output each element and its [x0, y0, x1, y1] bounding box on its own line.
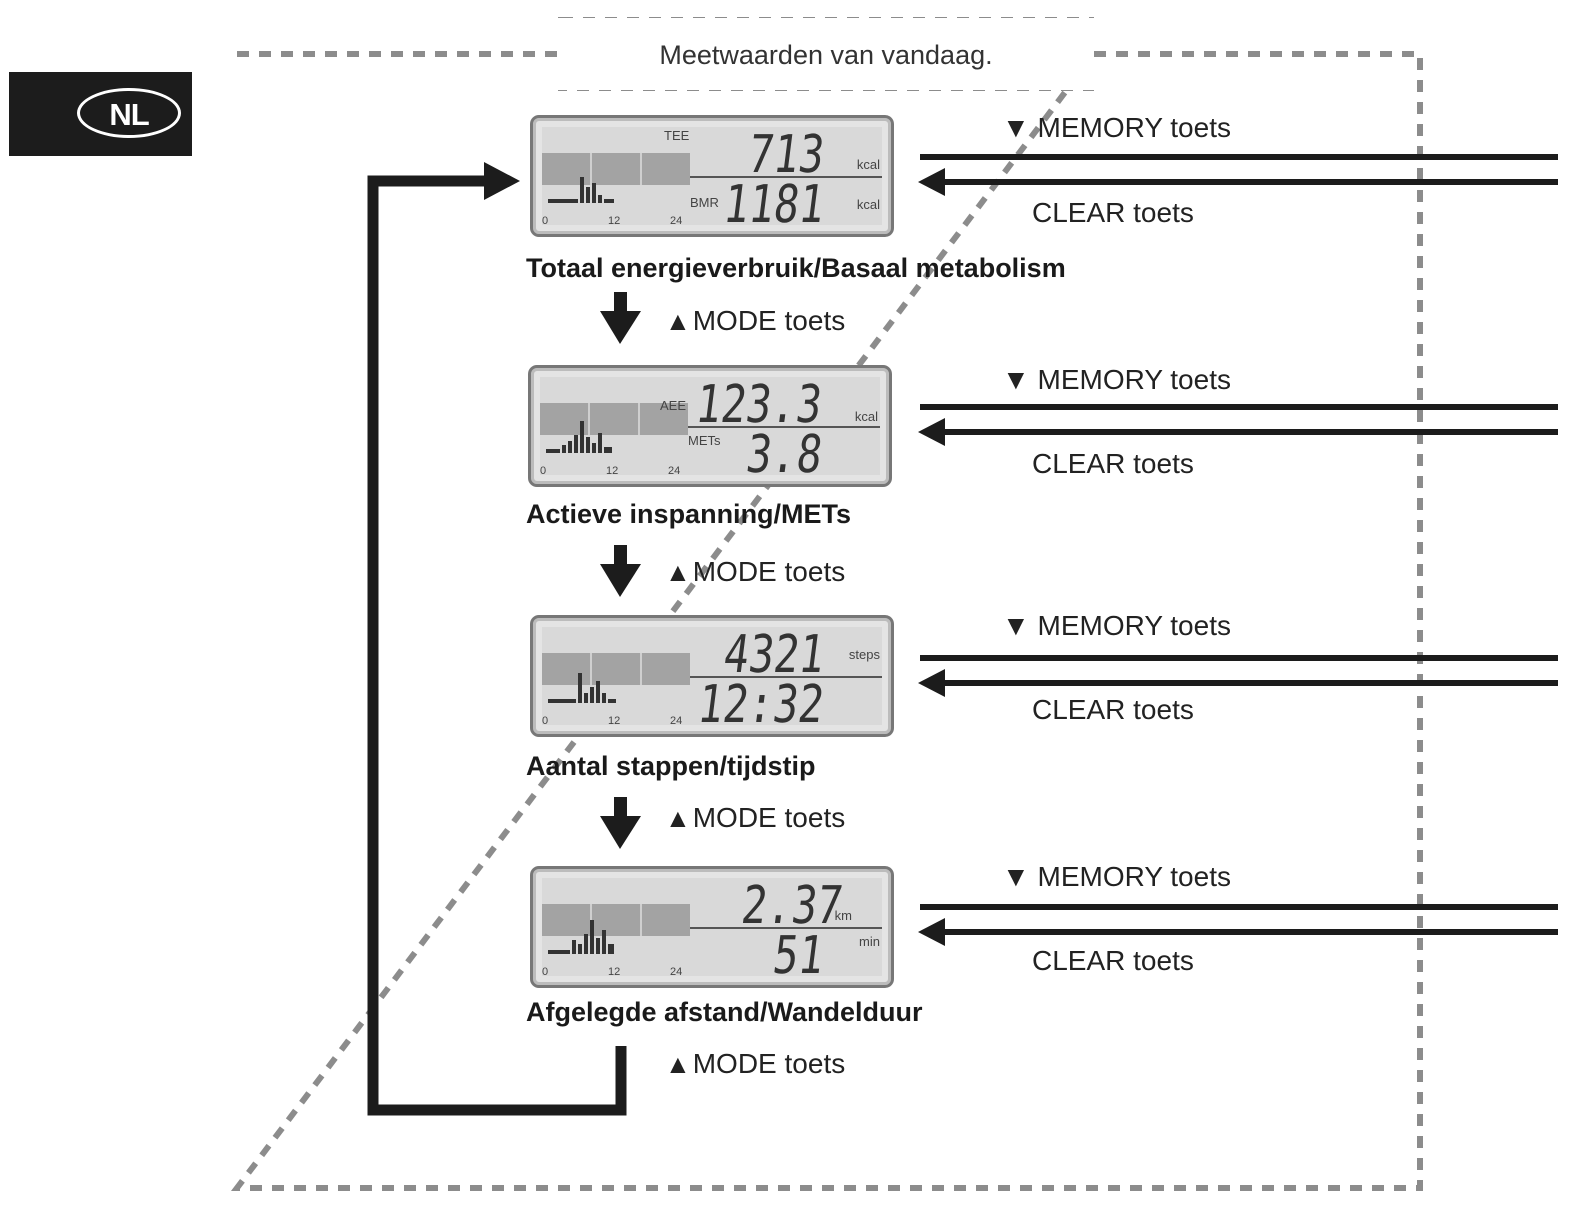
memory-key-label-1: ▼ MEMORY toets [1002, 112, 1231, 143]
value-top: 4321 [720, 625, 828, 685]
axis-24: 24 [668, 465, 681, 477]
time-bands [540, 403, 688, 435]
unit-top: kcal [856, 157, 880, 172]
title-box: Meetwaarden van vandaag. [558, 18, 1094, 90]
down-triangle-icon: ▼ [1002, 112, 1030, 143]
lcd-screen-2: AEE 123.3 kcal METs 3.8 0 12 24 [528, 365, 892, 487]
up-triangle-icon: ▲ [665, 803, 691, 833]
lcd-screen-3: 4321 steps 12:32 0 12 24 [530, 615, 894, 737]
axis-12: 12 [606, 465, 619, 477]
value-top: 713 [745, 125, 828, 185]
language-badge: NL [9, 72, 192, 156]
unit-top: steps [848, 647, 880, 662]
key-lines-4 [918, 904, 1558, 946]
nl-oval-icon: NL [77, 88, 181, 138]
page-title: Meetwaarden van vandaag. [659, 40, 993, 70]
value-bottom: 51 [770, 926, 828, 986]
badge-label: NL [109, 97, 149, 132]
loop-back-line [367, 175, 627, 1116]
activity-histogram [548, 177, 614, 203]
clear-key-label-4: CLEAR toets [1032, 945, 1194, 976]
down-triangle-icon: ▼ [1002, 610, 1030, 641]
memory-key-label-3: ▼ MEMORY toets [1002, 610, 1231, 641]
down-arrow-1 [600, 292, 641, 344]
axis-0: 0 [542, 966, 549, 978]
key-lines-3 [918, 655, 1558, 697]
up-triangle-icon: ▲ [665, 1049, 691, 1079]
axis-12: 12 [608, 966, 621, 978]
axis-0: 0 [540, 465, 547, 477]
clear-key-label-2: CLEAR toets [1032, 448, 1194, 479]
axis-24: 24 [670, 215, 683, 227]
time-bands [542, 153, 690, 185]
label-top: TEE [664, 128, 690, 143]
clear-key-label-3: CLEAR toets [1032, 694, 1194, 725]
mode-key-label-3: ▲MODE toets [665, 802, 846, 833]
memory-key-label-2: ▼ MEMORY toets [1002, 364, 1231, 395]
mode-key-label-2: ▲MODE toets [665, 556, 846, 587]
clear-key-label-1: CLEAR toets [1032, 197, 1194, 228]
value-top: 123.3 [692, 375, 826, 435]
caption-2: Actieve inspanning/METs [526, 499, 852, 529]
unit-top: km [834, 908, 852, 923]
label-top: AEE [660, 398, 687, 413]
axis-24: 24 [670, 715, 683, 727]
axis-0: 0 [542, 215, 549, 227]
unit-bottom: min [859, 934, 880, 949]
key-lines-2 [918, 404, 1558, 446]
unit-bottom: kcal [856, 197, 880, 212]
label-bottom: BMR [690, 195, 719, 210]
activity-histogram [548, 920, 614, 954]
axis-12: 12 [608, 215, 621, 227]
caption-3: Aantal stappen/tijdstip [526, 751, 816, 781]
value-top: 2.37 [738, 876, 846, 936]
down-arrow-2 [600, 545, 641, 597]
activity-histogram [546, 421, 612, 453]
down-triangle-icon: ▼ [1002, 861, 1030, 892]
down-arrow-3 [600, 797, 641, 849]
axis-0: 0 [542, 715, 549, 727]
up-triangle-icon: ▲ [665, 306, 691, 336]
unit-top: kcal [854, 409, 878, 424]
up-triangle-icon: ▲ [665, 557, 691, 587]
outer-dashed-frame [230, 51, 1423, 1191]
key-lines-1 [918, 154, 1558, 196]
lcd-screen-4: 2.37 km 51 min 0 12 24 [530, 866, 894, 988]
mode-key-label-1: ▲MODE toets [665, 305, 846, 336]
down-triangle-icon: ▼ [1002, 364, 1030, 395]
activity-histogram [548, 673, 616, 703]
axis-12: 12 [608, 715, 621, 727]
value-bottom: 1181 [720, 175, 828, 235]
value-bottom: 12:32 [694, 675, 828, 735]
time-bands [542, 653, 690, 685]
value-bottom: 3.8 [743, 425, 826, 485]
memory-key-label-4: ▼ MEMORY toets [1002, 861, 1231, 892]
mode-key-label-4: ▲MODE toets [665, 1048, 846, 1079]
caption-4: Afgelegde afstand/Wandelduur [526, 997, 923, 1027]
caption-1: Totaal energieverbruik/Basaal metabolism [526, 253, 1066, 283]
axis-24: 24 [670, 966, 683, 978]
lcd-screen-1: TEE 713 kcal BMR 1181 kcal 0 12 24 [530, 115, 894, 237]
label-bottom: METs [688, 433, 721, 448]
loop-back-arrowhead [484, 162, 520, 200]
